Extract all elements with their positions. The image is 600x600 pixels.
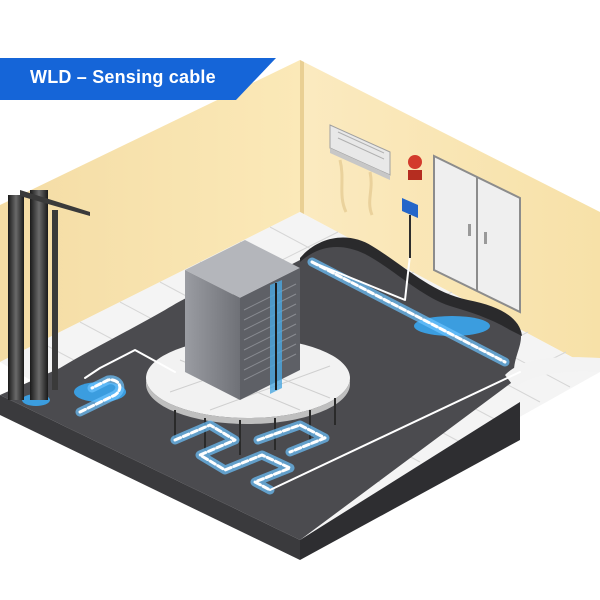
cable-leader-long xyxy=(84,349,521,491)
title-banner xyxy=(0,58,276,100)
diagram-title: WLD – Sensing cable xyxy=(30,67,216,87)
cable-leader-right xyxy=(311,254,411,301)
left-wall xyxy=(0,60,300,362)
server-rack-icon xyxy=(185,240,300,400)
control-panel-icon xyxy=(402,198,418,258)
subfloor-edge xyxy=(300,402,520,560)
pipe-icon xyxy=(8,190,90,400)
tile-edge-front xyxy=(505,357,600,388)
fire-alarm-icon xyxy=(408,155,422,180)
double-door-icon xyxy=(433,154,521,314)
cable-serpentine-2 xyxy=(256,423,327,454)
wall-corner-shade xyxy=(300,60,304,214)
cable-right-run xyxy=(310,260,507,364)
subfloor-edge-left xyxy=(0,395,300,560)
air-conditioner-icon xyxy=(329,124,391,216)
sensing-cable xyxy=(75,254,521,495)
cable-left-loop xyxy=(78,378,122,414)
tile-edge-right xyxy=(300,237,522,336)
cable-serpentine xyxy=(173,423,292,492)
